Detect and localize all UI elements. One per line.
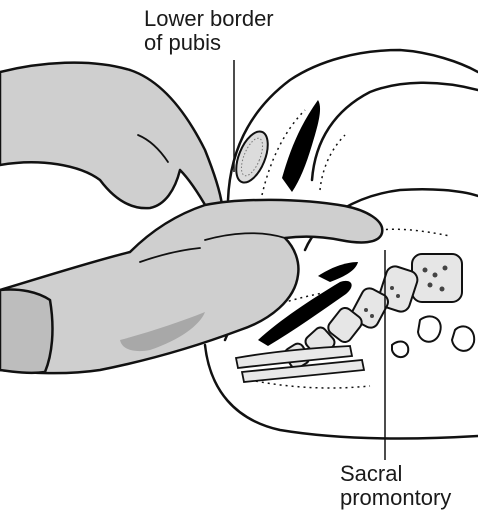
label-lower-border-of-pubis: Lower border of pubis (144, 7, 274, 55)
posterior-cavity (318, 262, 358, 282)
vertebra-1 (412, 254, 462, 302)
label-sacral-line-2: promontory (340, 486, 451, 510)
gloved-hand (0, 63, 382, 374)
label-sacral-promontory: Sacral promontory (340, 462, 451, 510)
pubic-bone (230, 127, 274, 187)
label-sacral-line-1: Sacral (340, 462, 451, 486)
label-pubis-line-2: of pubis (144, 31, 274, 55)
label-pubis-line-1: Lower border (144, 7, 274, 31)
abdominal-wall (228, 50, 478, 200)
glove-cuff (0, 289, 52, 372)
upper-hand (0, 63, 222, 215)
spinal-processes (392, 316, 474, 357)
bladder-outline (312, 83, 478, 180)
